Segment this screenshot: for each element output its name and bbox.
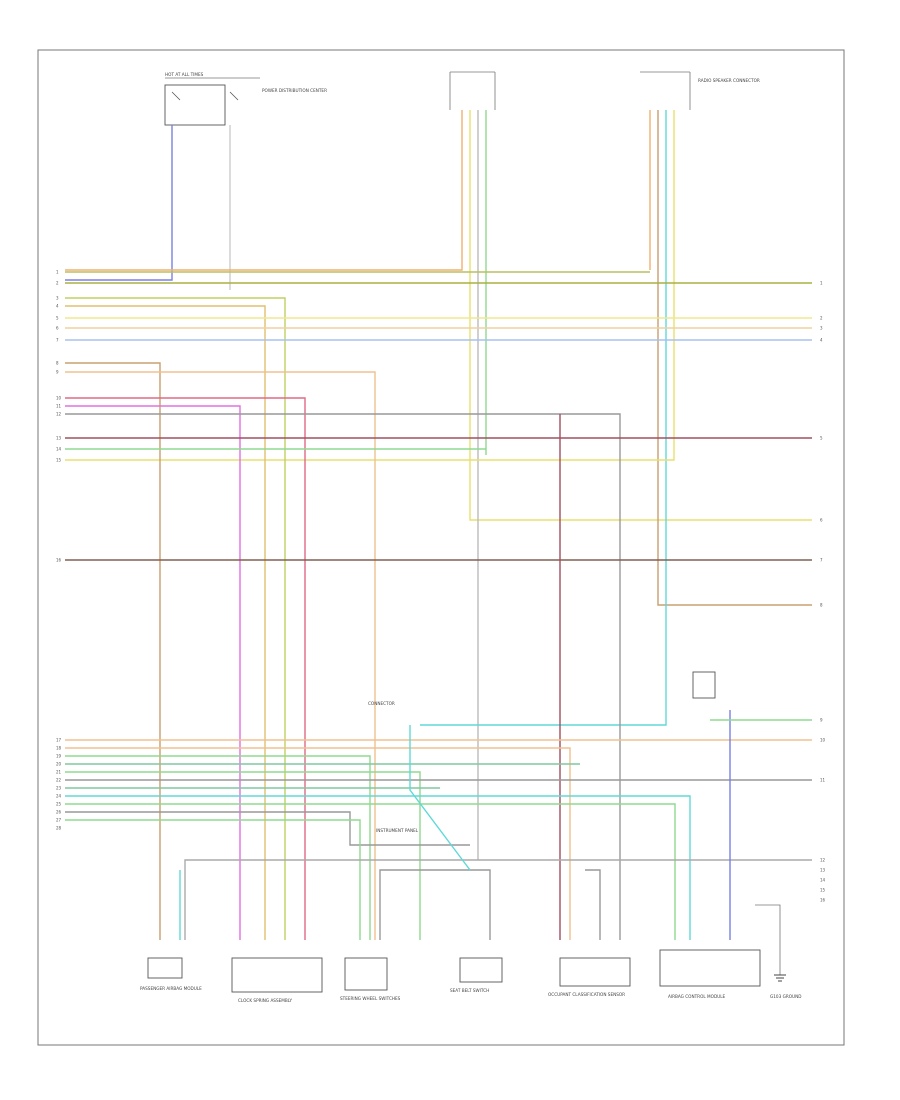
wire-tan-right [657,110,812,606]
wire-pink-down [65,405,241,940]
left-pin-label: 15 [56,458,62,463]
bottom-component-3: STEERING WHEEL SWITCHES [340,957,401,1001]
connector-top-center [449,71,496,110]
left-pin-label: 19 [56,754,62,759]
wire-orange-top [65,110,463,271]
wire-gray-short [585,869,601,940]
left-pin-label: 16 [56,558,62,563]
left-pin-label: 24 [56,794,62,799]
wire-gray-bus [65,413,621,940]
left-pin-label: 10 [56,396,62,401]
left-pin-label: 25 [56,802,62,807]
svg-text:PASSENGER AIRBAG MODULE: PASSENGER AIRBAG MODULE [140,986,202,991]
left-pin-label: 7 [56,338,59,343]
left-pin-label: 23 [56,786,62,791]
right-pin-label: 2 [820,316,823,321]
left-pin-label: 28 [56,826,62,831]
mid-note-connector: CONNECTOR [368,701,395,706]
wire-green-lower-3 [65,803,676,940]
wire-blue-feed [65,125,173,281]
wire-yellow-right [65,110,675,461]
wire-peach-down [65,371,376,940]
right-pin-label: 10 [820,738,826,743]
connector-right-mid [692,671,716,699]
mid-note-instrument-panel: INSTRUMENT PANEL [376,828,419,833]
wire-green-lower-2 [65,771,421,940]
wire-gray-return [184,859,812,940]
left-pin-label: 17 [56,738,62,743]
right-pin-label: 6 [820,518,823,523]
wire-yellowgreen [65,297,286,940]
wire-yellow-top [469,110,812,521]
right-pin-label: 9 [820,718,823,723]
left-pin-label: 20 [56,762,62,767]
right-pin-label: 15 [820,888,826,893]
wire-green-lower [65,755,371,940]
left-pin-label: 1 [56,270,59,275]
wire-bundle [65,110,812,975]
bottom-component-5: OCCUPANT CLASSIFICATION SENSOR [548,957,631,997]
left-pin-label: 27 [56,818,62,823]
bottom-component-1: PASSENGER AIRBAG MODULE [140,957,202,991]
connector-top-right: RADIO SPEAKER CONNECTOR [640,71,760,110]
left-pin-label: 6 [56,326,59,331]
left-pin-label: 14 [56,447,62,452]
wire-green-lower-4 [65,819,361,940]
right-pin-label: 13 [820,868,826,873]
diagram-frame [37,49,845,1046]
bottom-component-6: AIRBAG CONTROL MODULE [659,949,761,999]
left-pin-label: 21 [56,770,62,775]
wire-cyan-right [420,110,667,726]
right-pin-label: 8 [820,603,823,608]
right-pin-label: 14 [820,878,826,883]
right-pin-label: 7 [820,558,823,563]
left-pin-label: 18 [56,746,62,751]
right-pin-label: 3 [820,326,823,331]
right-pin-label: 1 [820,281,823,286]
right-pin-label: 5 [820,436,823,441]
svg-text:SEAT BELT SWITCH: SEAT BELT SWITCH [450,988,489,993]
fuse-block-top-left: HOT AT ALL TIMES POWER DISTRIBUTION CENT… [164,72,327,126]
svg-text:CLOCK SPRING ASSEMBLY: CLOCK SPRING ASSEMBLY [238,998,293,1003]
left-pin-label: 13 [56,436,62,441]
top-component-caption-3: RADIO SPEAKER CONNECTOR [698,78,760,83]
left-pin-label: 11 [56,404,62,409]
ground-symbol: G103 GROUND [770,974,801,999]
right-pin-label: 16 [820,898,826,903]
svg-text:AIRBAG CONTROL MODULE: AIRBAG CONTROL MODULE [668,994,726,999]
left-pin-column: 1234567891011121314151617181920212223242… [56,270,62,831]
left-pin-label: 4 [56,304,59,309]
left-pin-label: 12 [56,412,62,417]
left-pin-label: 22 [56,778,62,783]
wire-gray-loop [379,869,491,940]
wire-cyan-diag [409,725,471,871]
right-pin-label: 11 [820,778,826,783]
left-pin-label: 26 [56,810,62,815]
wire-ground-lead [755,904,781,975]
wire-gray-lower-2 [65,811,470,846]
left-pin-label: 3 [56,296,59,301]
wire-peach-lower-2 [65,747,571,940]
right-pin-label: 12 [820,858,826,863]
svg-text:STEERING WHEEL SWITCHES: STEERING WHEEL SWITCHES [340,996,401,1001]
left-pin-label: 5 [56,316,59,321]
wire-red-down [65,397,306,940]
bottom-component-2: CLOCK SPRING ASSEMBLY [231,957,323,1003]
svg-text:OCCUPANT CLASSIFICATION SENSOR: OCCUPANT CLASSIFICATION SENSOR [548,992,625,997]
top-component-caption-1: HOT AT ALL TIMES [165,72,204,77]
svg-text:G103 GROUND: G103 GROUND [770,994,801,999]
left-pin-label: 8 [56,361,59,366]
bottom-component-4: SEAT BELT SWITCH [450,957,503,993]
wire-cyan-lower [65,795,691,940]
right-pin-label: 4 [820,338,823,343]
left-pin-label: 9 [56,370,59,375]
wire-tan-2 [65,305,266,940]
left-pin-label: 2 [56,281,59,286]
top-component-caption-2: POWER DISTRIBUTION CENTER [262,88,327,93]
